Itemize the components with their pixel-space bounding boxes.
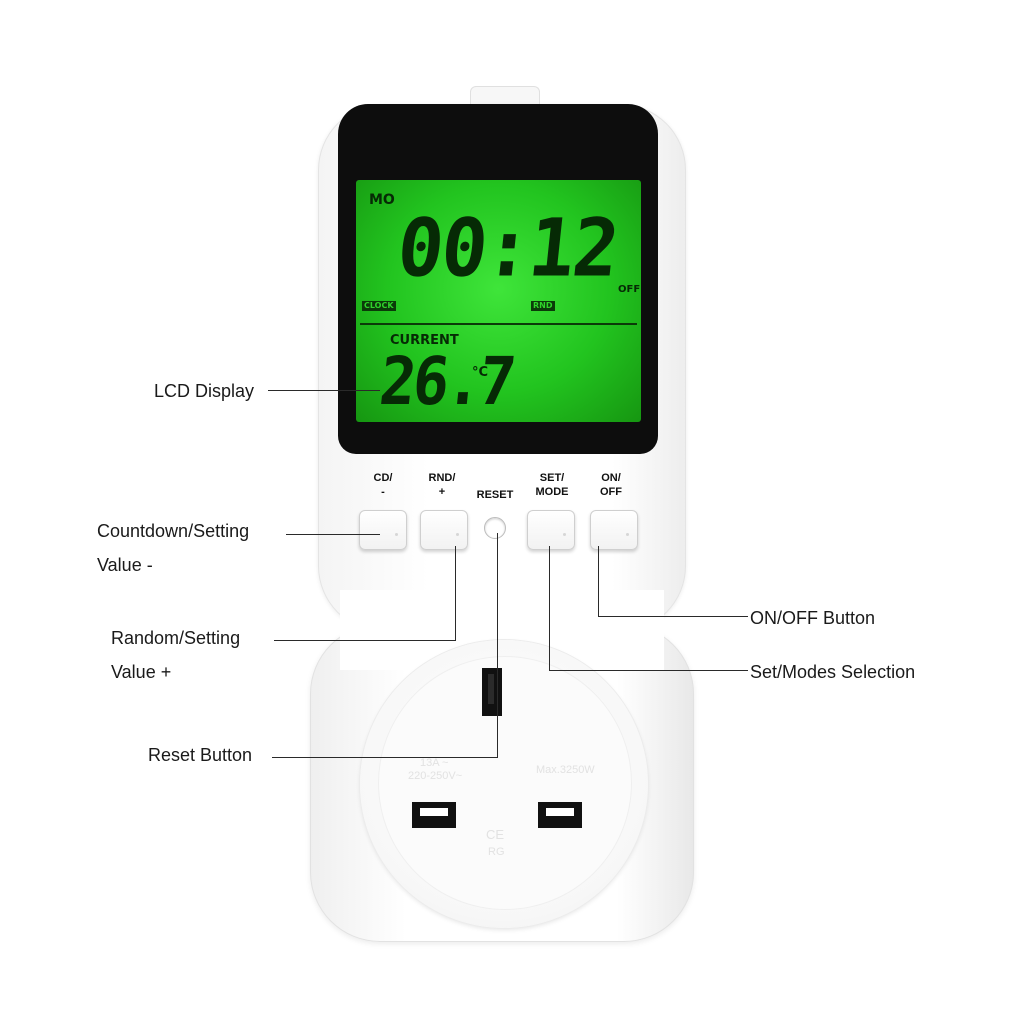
countdown-callout-line1: Countdown/Setting [97, 521, 250, 541]
on-off-button-label: ON/ OFF [588, 471, 634, 499]
socket-rating-power: Max.3250W [536, 764, 595, 776]
random-leader-h [274, 640, 456, 641]
random-plus-button[interactable] [420, 510, 468, 550]
lcd-time: 00:12 [393, 200, 622, 295]
reset-button[interactable] [484, 517, 506, 539]
reset-leader-v [497, 533, 498, 757]
on-off-leader-h [598, 616, 748, 617]
set-label-line1: SET/ [539, 472, 565, 484]
set-modes-leader-v [549, 546, 550, 670]
set-modes-callout: Set/Modes Selection [750, 662, 916, 682]
lcd-display-leader [268, 390, 380, 391]
countdown-minus-button[interactable] [359, 510, 407, 550]
socket-rating-current: 13A ~ [420, 757, 449, 769]
reset-button-label: RESET [476, 489, 514, 501]
on-off-button[interactable] [590, 510, 638, 550]
rnd-button-label: RND/ + [419, 471, 465, 499]
cd-button-label: CD/ - [360, 471, 406, 499]
socket-certification-mark: CE [486, 827, 505, 842]
onoff-label-line2: OFF [600, 486, 622, 498]
reset-button-callout: Reset Button [148, 745, 253, 765]
lcd-display-callout: LCD Display [154, 381, 255, 401]
lcd-display [356, 180, 641, 422]
lcd-day: MO [369, 192, 395, 208]
reset-leader-h [272, 757, 498, 758]
cd-label-line1: CD/ [373, 472, 393, 484]
random-leader-v [455, 546, 456, 640]
lcd-rnd-tag: RND [531, 301, 555, 311]
set-modes-leader-h [549, 670, 748, 671]
cd-label-line2: - [381, 486, 385, 498]
power-cord-nub [470, 86, 540, 109]
on-off-button-callout: ON/OFF Button [750, 608, 876, 628]
countdown-leader [286, 534, 380, 535]
lcd-off-indicator: OFF [618, 284, 641, 295]
socket-rating-voltage: 220-250V~ [408, 770, 463, 782]
set-mode-button-label: SET/ MODE [526, 471, 578, 499]
onoff-label-line1: ON/ [601, 472, 621, 484]
live-pin-slot [412, 802, 456, 828]
lcd-clock-tag: CLOCK [362, 301, 396, 311]
lcd-temperature: 26.7 [375, 343, 517, 421]
neutral-pin-slot [538, 802, 582, 828]
rnd-label-line2: + [438, 486, 446, 498]
earth-pin-slot [482, 668, 502, 716]
socket-certification-sub: RG [488, 846, 505, 858]
lcd-current-label: CURRENT [390, 333, 459, 348]
random-callout-line2: Value + [111, 662, 172, 682]
lcd-temperature-unit: °C [472, 365, 489, 380]
countdown-callout-line2: Value - [97, 555, 153, 575]
set-mode-button[interactable] [527, 510, 575, 550]
lcd-divider [360, 323, 637, 325]
on-off-leader-v [598, 546, 599, 616]
socket-face [378, 656, 632, 910]
random-callout-line1: Random/Setting [111, 628, 241, 648]
rnd-label-line1: RND/ [428, 472, 456, 484]
set-label-line2: MODE [535, 486, 569, 498]
